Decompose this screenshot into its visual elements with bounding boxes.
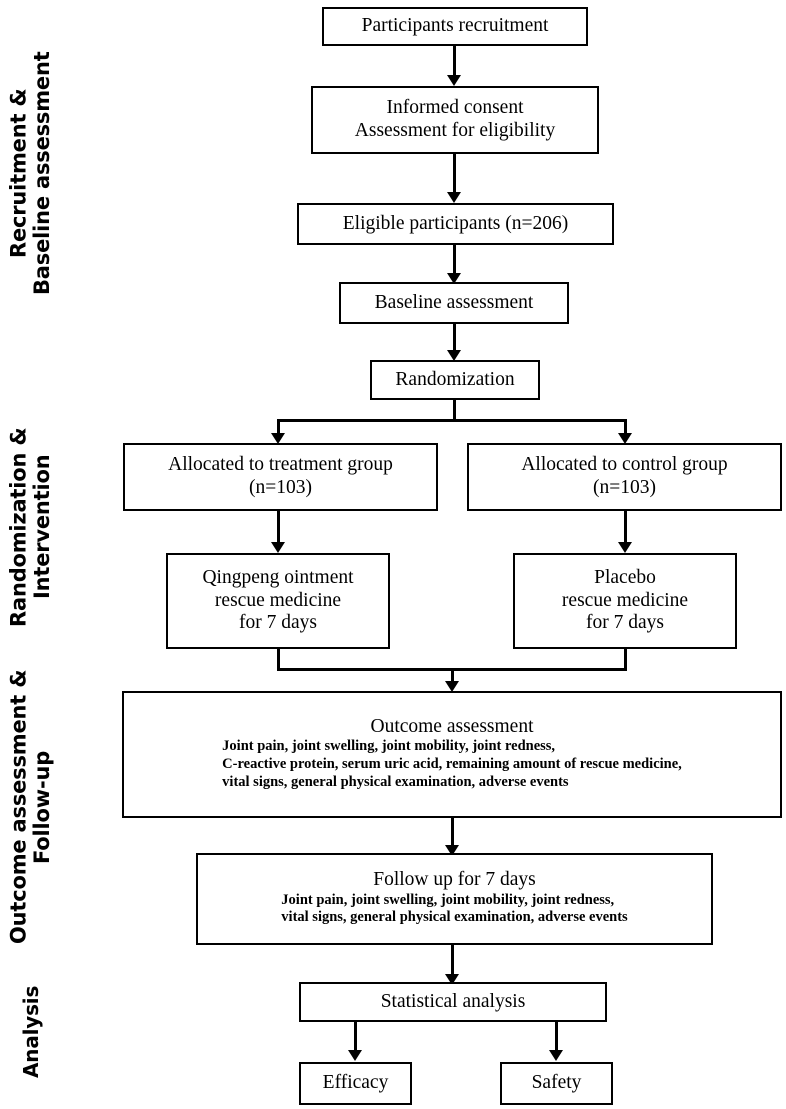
node-baseline-assessment[interactable]: Baseline assessment	[339, 282, 569, 324]
connector-split-right	[624, 419, 627, 437]
stage-label-recruitment: Recruitment & Baseline assessment	[6, 51, 54, 295]
node-randomization[interactable]: Randomization	[370, 360, 540, 400]
arrowhead-follow-up	[445, 845, 459, 856]
stage-label-outcome: Outcome assessment & Follow-up	[6, 669, 54, 945]
connector-recruitment-to-consent	[453, 46, 456, 79]
arrowhead-baseline	[447, 273, 461, 284]
node-outcome-assessment[interactable]: Outcome assessment Joint pain, joint swe…	[122, 691, 782, 818]
connector-consent-to-eligible	[453, 154, 456, 196]
outcome-assessment-detail: Joint pain, joint swelling, joint mobili…	[222, 738, 682, 790]
connector-followup-to-analysis	[451, 945, 454, 977]
outcome-assessment-title: Outcome assessment	[370, 715, 534, 737]
connector-control-alloc-to-intervention	[624, 511, 627, 546]
follow-up-detail: Joint pain, joint swelling, joint mobili…	[281, 891, 628, 926]
node-allocated-control[interactable]: Allocated to control group (n=103)	[467, 443, 782, 511]
stage-label-randomization: Randomization & Intervention	[6, 427, 54, 627]
connector-treatment-merge-down	[277, 649, 280, 671]
node-efficacy[interactable]: Efficacy	[299, 1062, 412, 1105]
arrowhead-treatment-intervention	[271, 542, 285, 553]
connector-control-merge-down	[624, 649, 627, 671]
connector-split-left	[277, 419, 280, 437]
arrowhead-allocated-treatment	[271, 433, 285, 444]
connector-analysis-to-efficacy	[354, 1022, 357, 1054]
node-participants-recruitment[interactable]: Participants recruitment	[322, 7, 588, 46]
arrowhead-randomization	[447, 350, 461, 361]
arrowhead-statistical-analysis	[445, 974, 459, 985]
arrowhead-allocated-control	[618, 433, 632, 444]
connector-outcome-to-followup	[451, 818, 454, 848]
node-follow-up[interactable]: Follow up for 7 days Joint pain, joint s…	[196, 853, 713, 945]
arrowhead-eligible	[447, 192, 461, 203]
follow-up-title: Follow up for 7 days	[373, 869, 536, 890]
connector-merge-stem	[451, 668, 454, 684]
node-allocated-treatment[interactable]: Allocated to treatment group (n=103)	[123, 443, 438, 511]
connector-eligible-to-baseline	[453, 245, 456, 277]
node-eligible-participants[interactable]: Eligible participants (n=206)	[297, 203, 614, 245]
arrowhead-safety	[549, 1050, 563, 1061]
arrowhead-consent	[447, 75, 461, 86]
connector-baseline-to-randomization	[453, 324, 456, 354]
arrowhead-outcome-assessment	[445, 681, 459, 692]
connector-treatment-alloc-to-intervention	[277, 511, 280, 546]
node-control-intervention[interactable]: Placebo rescue medicine for 7 days	[513, 553, 737, 649]
connector-randomization-split-bar	[277, 419, 627, 422]
stage-label-analysis: Analysis	[18, 985, 43, 1079]
connector-randomization-stem	[453, 400, 456, 421]
node-statistical-analysis[interactable]: Statistical analysis	[299, 982, 607, 1022]
arrowhead-efficacy	[348, 1050, 362, 1061]
arrowhead-control-intervention	[618, 542, 632, 553]
node-informed-consent[interactable]: Informed consent Assessment for eligibil…	[311, 86, 599, 154]
node-treatment-intervention[interactable]: Qingpeng ointment rescue medicine for 7 …	[166, 553, 390, 649]
node-safety[interactable]: Safety	[500, 1062, 613, 1105]
connector-analysis-to-safety	[555, 1022, 558, 1054]
